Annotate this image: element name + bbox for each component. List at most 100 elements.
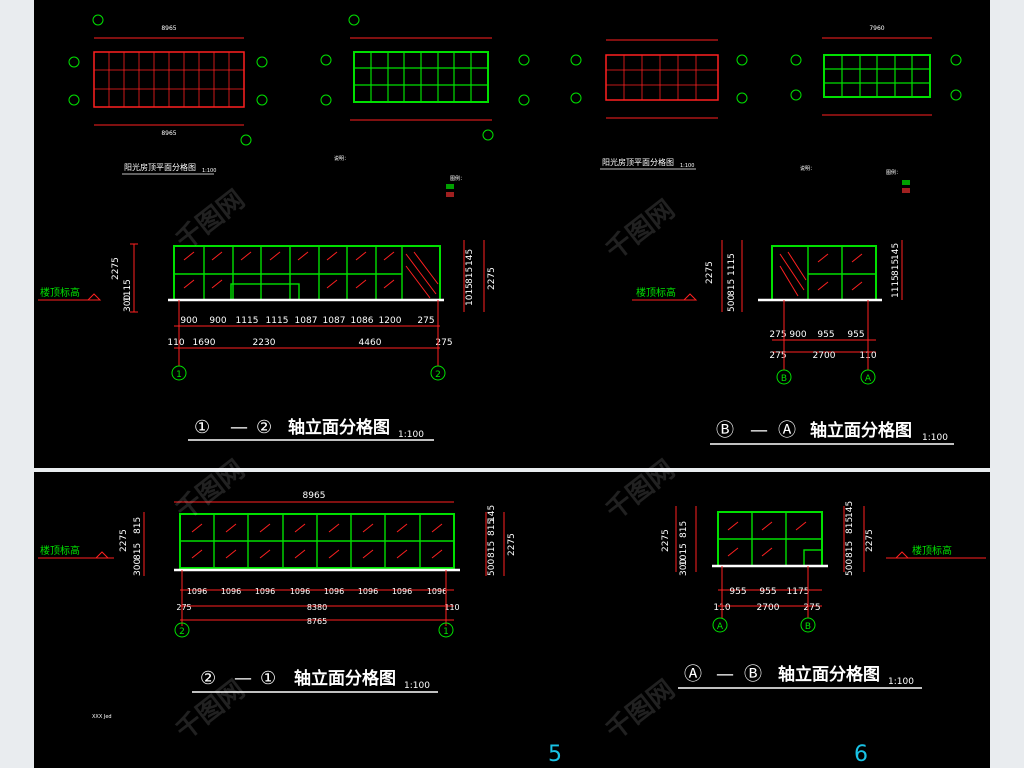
elevba-left-dim-3: 500: [727, 295, 737, 312]
elevba-axis-circle-a: [776, 369, 792, 385]
elevation-1-2-panel: 2275 1115 300 145 815 1015 2275 楼顶标高 900…: [34, 200, 546, 468]
elev21-title-text: 轴立面分格图: [294, 668, 396, 689]
elevation-2-1-drawing: 8965 2275 815 815 300 500 815 815 145: [38, 491, 517, 720]
elevba-level-label: 楼顶标高: [636, 286, 676, 299]
roof-plan-1-bottom-total: 8965: [161, 130, 176, 137]
elev12-left-dim-2: 300: [123, 295, 133, 312]
page-number-left: 5: [548, 742, 562, 767]
elev21-right-dim-3: 145: [487, 505, 497, 522]
elevba-title-left: Ⓑ: [716, 420, 734, 441]
elev12-bottom1-6: 1086: [351, 316, 374, 326]
elev21-right-dim-4: 2275: [507, 533, 517, 556]
roof-plan-left-drawing: 8965 8965 阳光房顶平面分格图 1:100 说明：: [68, 14, 530, 197]
elev21-level-label: 楼顶标高: [40, 544, 80, 557]
elev21-bottom1-6: 1096: [392, 587, 412, 596]
elev21-bottom1-0: 1096: [187, 587, 207, 596]
elev21-bottom3: 8765: [307, 617, 327, 626]
elev21-bottom1-1: 1096: [221, 587, 241, 596]
roof-plan-right-drawing: 阳光房顶平面分格图 1:100 7960 说明： 图例：: [570, 25, 962, 193]
roof-plan-3-scale: 1:100: [680, 163, 694, 169]
roof-plan-3-title: 阳光房顶平面分格图: [602, 157, 674, 167]
elev12-bottom1-5: 1087: [323, 316, 346, 326]
elevab-title-right: Ⓑ: [744, 664, 762, 685]
elevba-title-dash: —: [750, 420, 768, 441]
roof-plan-panel-left: 8965 8965 阳光房顶平面分格图 1:100 说明：: [34, 0, 546, 200]
elev12-right-dim-0: 815: [465, 267, 475, 284]
roof-plan-4-top-total: 7960: [869, 25, 884, 32]
page-number-right: 6: [854, 742, 868, 767]
elevba-right-dim-2: 1115: [891, 275, 901, 298]
elev21-left-dim-2: 815: [133, 543, 143, 560]
roof-plan-3: 阳光房顶平面分格图 1:100: [570, 39, 748, 170]
elevba-right-dim-1: 815: [891, 259, 901, 276]
elevba-left-dim-0: 2275: [705, 261, 715, 284]
elevab-axis-circle-b: [800, 617, 816, 633]
elevab-bottom1-0: 955: [729, 587, 746, 597]
elev12-bottom2-2: 2230: [253, 338, 276, 348]
elev21-bottom1-2: 1096: [255, 587, 275, 596]
elevab-right-dim-2: 815: [845, 517, 855, 534]
elev12-bottom2-1: 1690: [193, 338, 216, 348]
legend-1-swatch-red: [446, 192, 454, 197]
roof-plan-2: 说明： 图例：: [320, 14, 530, 197]
elev12-bottom1-8: 275: [417, 316, 434, 326]
elev21-bottom2-0: 275: [176, 603, 191, 612]
elev21-scale: 1:100: [404, 681, 430, 691]
elev12-bottom1-0: 900: [180, 316, 197, 326]
elev12-title-dash: —: [230, 417, 248, 438]
elevab-left-dim-3: 300: [679, 559, 689, 576]
roof-plan-4: 7960 说明： 图例：: [790, 25, 962, 193]
elevba-scale: 1:100: [922, 433, 948, 443]
elevation-b-a-panel: 2275 1115 815 500 145 815 1115 楼顶标高 275 …: [546, 200, 990, 468]
elevab-bottom1-2: 1175: [787, 587, 810, 597]
elev12-right-dim-1: 1015: [465, 283, 475, 306]
elev12-right-dim-2: 2275: [487, 267, 497, 290]
elevba-bottom2-0: 275: [769, 351, 786, 361]
elevab-axis-a: A: [717, 622, 724, 632]
elev12-bottom2-3: 4460: [359, 338, 382, 348]
elev21-right-dim-1: 815: [487, 541, 497, 558]
elevation-1-2-drawing: 2275 1115 300 145 815 1015 2275 楼顶标高 900…: [38, 240, 497, 441]
elev12-title-text: 轴立面分格图: [288, 417, 390, 438]
legend-1-title: 说明：: [334, 155, 349, 162]
elev12-bottom1-2: 1115: [236, 316, 259, 326]
elev12-axis-b: 2: [435, 370, 441, 380]
elevba-left-dim-2: 815: [727, 279, 737, 296]
elevab-bottom1-1: 955: [759, 587, 776, 597]
elevab-axis-b: B: [805, 622, 811, 632]
elev12-axis-circle-b: [430, 365, 446, 381]
elevab-left-dim-1: 1015: [679, 543, 689, 566]
elev21-bottom2-1: 8380: [307, 603, 327, 612]
elevba-axis-circle-b: [860, 369, 876, 385]
elev21-axis-circle-b: [438, 622, 454, 638]
elevation-2-1-panel: 8965 2275 815 815 300 500 815 815 145: [34, 472, 546, 768]
elevab-title-left: Ⓐ: [684, 664, 702, 685]
elevation-a-b-panel: 2275 1015 815 300 500 815 815 145 2275 楼…: [546, 472, 990, 768]
elevba-bottom1-0: 275: [769, 330, 786, 340]
elevba-left-dim-1: 1115: [727, 253, 737, 276]
elevation-a-b-drawing: 2275 1015 815 300 500 815 815 145 2275 楼…: [661, 501, 986, 689]
elev12-axis-circle-a: [171, 365, 187, 381]
elev21-right-dim-2: 815: [487, 519, 497, 536]
elev21-top-total: 8965: [303, 491, 326, 501]
elev12-bottom1-4: 1087: [295, 316, 318, 326]
elevba-axis-a: B: [781, 374, 787, 384]
elev21-bottom2-2: 110: [444, 603, 459, 612]
elevab-bottom2-2: 275: [803, 603, 820, 613]
elev21-right-dim-0: 500: [487, 559, 497, 576]
elevba-bottom1-2: 955: [817, 330, 834, 340]
roof-plan-1-top-total: 8965: [161, 25, 176, 32]
elev21-left-dim-1: 815: [133, 517, 143, 534]
elevba-bottom1-3: 955: [847, 330, 864, 340]
elev21-bottom1-4: 1096: [324, 587, 344, 596]
elev12-level-label: 楼顶标高: [40, 286, 80, 299]
elev21-axis-a: 2: [179, 627, 185, 637]
legend-1-swatch-green: [446, 184, 454, 189]
elev12-bottom2-4: 275: [435, 338, 452, 348]
elevab-level-label: 楼顶标高: [912, 544, 952, 557]
legend-2-title: 说明：: [800, 165, 815, 172]
elev12-bottom1-1: 900: [209, 316, 226, 326]
elev12-scale: 1:100: [398, 430, 424, 440]
elev21-title-dash: —: [234, 668, 252, 689]
elevba-axis-b: A: [865, 374, 872, 384]
